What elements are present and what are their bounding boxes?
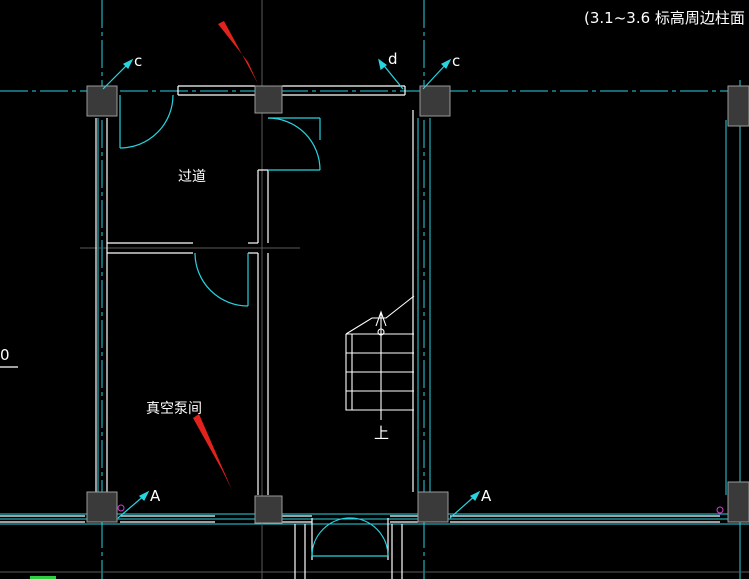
column-a3 [419,85,451,117]
door-1-swing [119,94,174,149]
leader-d-head [378,58,387,71]
column-b3 [417,491,449,523]
marker-magenta-right [716,506,724,514]
leader-a-right-head [469,490,481,502]
annotation-arrows [193,21,258,490]
column-b4 [727,481,749,523]
room-label-corridor: 过道 [178,169,206,185]
column-a4 [727,85,749,127]
column-b1 [86,491,118,523]
room-label-vacuum-pump: 真空泵间 [146,401,202,417]
stair-outline [345,334,414,411]
title-note: (3.1~3.6 标高周边柱面 [584,9,745,27]
columns [86,85,749,524]
leader-a-left-head [138,490,150,502]
section-mark-d: d [388,50,398,68]
walls [0,85,720,579]
doors [119,94,389,557]
column-a2 [254,85,283,114]
section-mark-a-left: A [150,487,161,505]
leader-c-right-head [440,58,452,70]
section-mark-a-right: A [481,487,492,505]
exit-door-left-swing [311,517,351,557]
door-2-swing [267,117,321,171]
stair [345,295,415,420]
door-3-swing [194,252,249,307]
exit-door-right-swing [349,517,389,557]
red-arrow-top [218,21,258,84]
marker-magenta-left [117,504,125,512]
section-mark-c-right: c [452,52,460,70]
stair-up-label: 上 [374,424,389,442]
leader-c-left [102,61,131,90]
section-leaders [102,58,481,519]
red-arrow-bottom [193,414,232,490]
green-mark [30,576,56,579]
column-a1 [86,85,118,117]
column-b2 [254,495,283,524]
stair-start-dot [377,328,385,336]
section-mark-c-left: c [134,52,142,70]
edge-fragment-text: 0 [0,346,10,364]
leader-c-left-head [122,58,134,70]
stair-arrow-head [375,310,387,327]
